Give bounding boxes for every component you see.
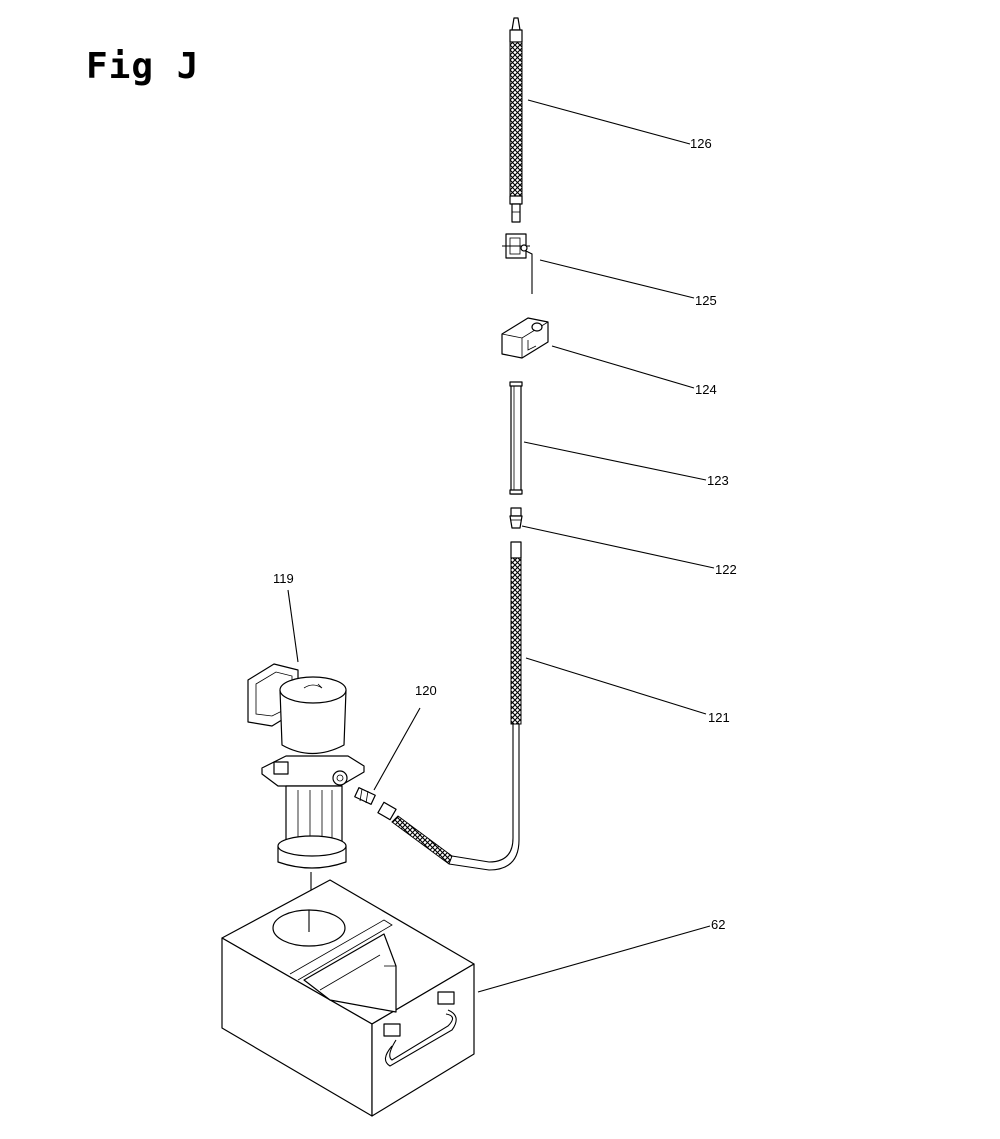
leader-125 bbox=[539, 259, 695, 299]
leader-126 bbox=[527, 99, 691, 145]
leader-lines bbox=[287, 99, 715, 993]
part-126-flex-hose bbox=[509, 17, 523, 223]
part-121-coolant-hose bbox=[377, 541, 522, 871]
part-125-valve bbox=[502, 233, 533, 294]
callout-125: 125 bbox=[695, 293, 717, 308]
leader-119 bbox=[287, 589, 299, 663]
callout-126: 126 bbox=[690, 136, 712, 151]
leader-62 bbox=[477, 925, 711, 993]
leader-120 bbox=[373, 707, 421, 791]
leader-122 bbox=[521, 525, 715, 569]
figure-title: Fig J bbox=[86, 46, 200, 87]
part-119-coolant-pump bbox=[247, 663, 365, 930]
callout-120: 120 bbox=[415, 683, 437, 698]
callout-124: 124 bbox=[695, 382, 717, 397]
leader-123 bbox=[523, 441, 707, 481]
callout-121: 121 bbox=[708, 710, 730, 725]
callout-122: 122 bbox=[715, 562, 737, 577]
callout-62: 62 bbox=[711, 917, 725, 932]
part-62-coolant-tank bbox=[221, 879, 475, 1117]
part-123-tube bbox=[509, 381, 523, 495]
callout-119: 119 bbox=[273, 571, 294, 586]
part-122-fitting bbox=[509, 507, 523, 529]
leader-121 bbox=[525, 657, 707, 715]
leader-124 bbox=[551, 345, 695, 389]
part-120-connector bbox=[354, 787, 376, 805]
callout-123: 123 bbox=[707, 473, 729, 488]
part-124-mount-block bbox=[501, 317, 549, 359]
